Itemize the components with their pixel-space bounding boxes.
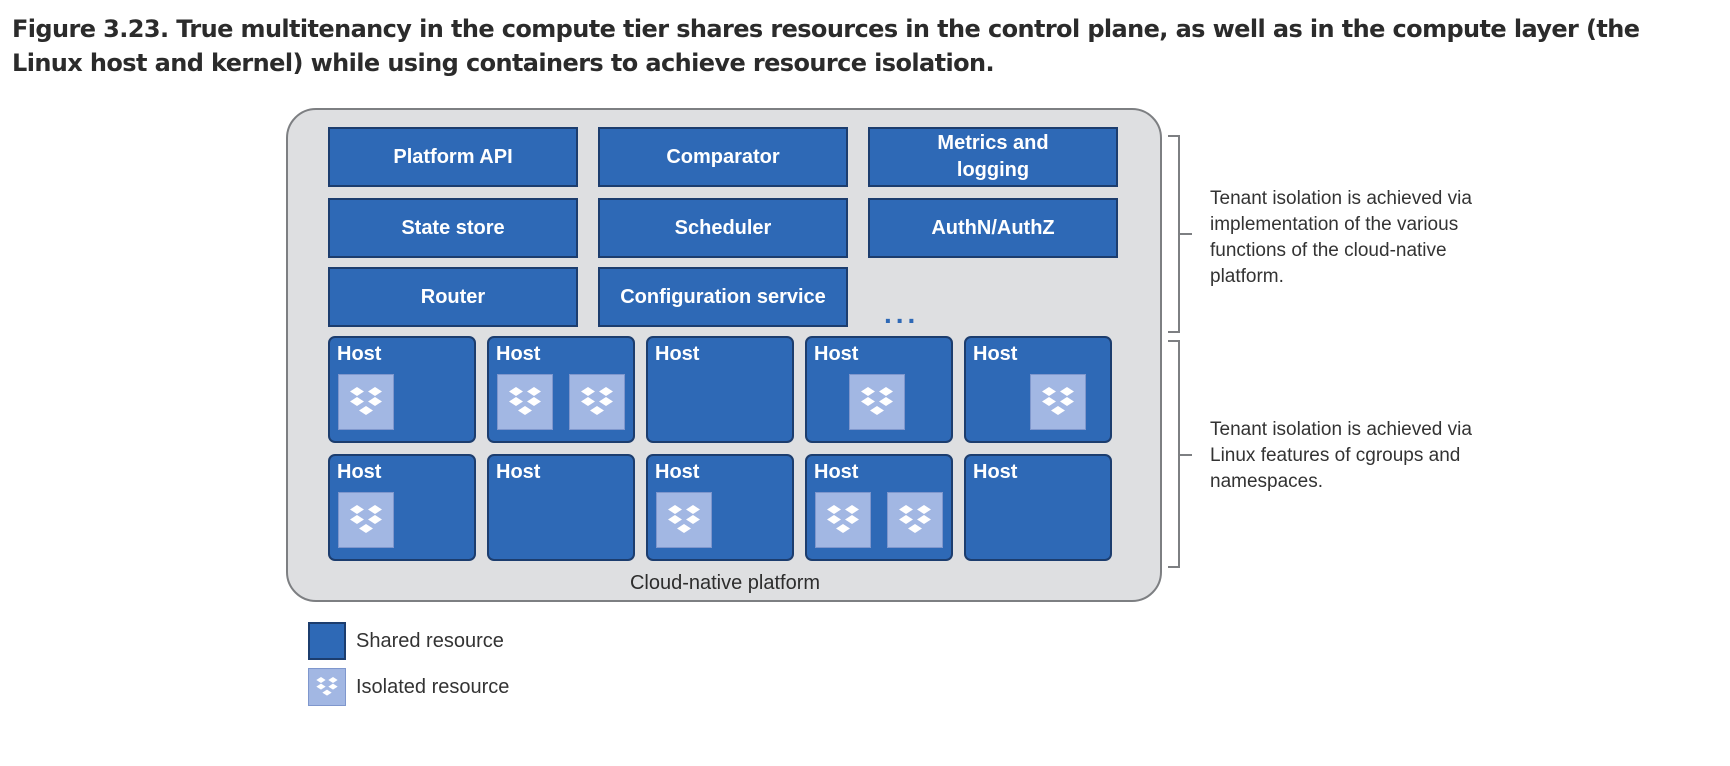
control-plane-annotation: Tenant isolation is achieved via impleme… bbox=[1210, 188, 1472, 287]
isolated-container bbox=[887, 492, 943, 548]
container-icon bbox=[899, 505, 931, 533]
legend-isolated-swatch bbox=[308, 668, 346, 706]
legend-shared-swatch bbox=[308, 622, 346, 660]
isolated-container bbox=[849, 374, 905, 430]
figure-caption: Figure 3.23. True multitenancy in the co… bbox=[12, 15, 1640, 77]
container-icon bbox=[350, 505, 382, 533]
isolated-container bbox=[656, 492, 712, 548]
host-box: Host bbox=[646, 336, 794, 443]
isolated-container bbox=[338, 492, 394, 548]
isolated-container bbox=[1030, 374, 1086, 430]
host-label: Host bbox=[655, 343, 700, 365]
isolated-container bbox=[497, 374, 553, 430]
host-box: Host bbox=[805, 336, 953, 443]
container-icon bbox=[1042, 387, 1074, 415]
host-label: Host bbox=[496, 461, 541, 483]
container-icon bbox=[827, 505, 859, 533]
metrics-logging-box: Metrics and logging bbox=[868, 127, 1118, 187]
container-icon bbox=[581, 387, 613, 415]
host-box: Host bbox=[328, 336, 476, 443]
compute-bracket bbox=[1168, 340, 1180, 568]
host-label: Host bbox=[337, 461, 382, 483]
container-icon bbox=[316, 677, 338, 696]
host-label: Host bbox=[973, 343, 1018, 365]
host-box: Host bbox=[487, 454, 635, 561]
host-label: Host bbox=[337, 343, 382, 365]
isolated-container bbox=[569, 374, 625, 430]
host-label: Host bbox=[655, 461, 700, 483]
host-label: Host bbox=[496, 343, 541, 365]
host-box: Host bbox=[964, 336, 1112, 443]
host-label: Host bbox=[973, 461, 1018, 483]
host-box: Host bbox=[487, 336, 635, 443]
compute-annotation: Tenant isolation is achieved via Linux f… bbox=[1210, 419, 1472, 492]
comparator-box: Comparator bbox=[598, 127, 848, 187]
scheduler-box: Scheduler bbox=[598, 198, 848, 258]
isolated-container bbox=[338, 374, 394, 430]
state-store-box: State store bbox=[328, 198, 578, 258]
control-plane-bracket-tick bbox=[1180, 233, 1192, 235]
router-box: Router bbox=[328, 267, 578, 327]
isolated-container bbox=[815, 492, 871, 548]
host-box: Host bbox=[964, 454, 1112, 561]
authn-authz-box: AuthN/AuthZ bbox=[868, 198, 1118, 258]
container-icon bbox=[509, 387, 541, 415]
host-box: Host bbox=[328, 454, 476, 561]
more-components-ellipsis: ... bbox=[884, 298, 920, 329]
host-label: Host bbox=[814, 343, 859, 365]
platform-label: Cloud-native platform bbox=[629, 572, 821, 594]
legend-isolated-label: Isolated resource bbox=[356, 676, 510, 698]
configuration-service-box: Configuration service bbox=[598, 267, 848, 327]
platform-api-box: Platform API bbox=[328, 127, 578, 187]
compute-bracket-tick bbox=[1180, 454, 1192, 456]
control-plane-bracket bbox=[1168, 135, 1180, 333]
host-box: Host bbox=[646, 454, 794, 561]
host-box: Host bbox=[805, 454, 953, 561]
legend-shared-label: Shared resource bbox=[356, 630, 504, 652]
container-icon bbox=[350, 387, 382, 415]
container-icon bbox=[668, 505, 700, 533]
container-icon bbox=[861, 387, 893, 415]
host-label: Host bbox=[814, 461, 859, 483]
